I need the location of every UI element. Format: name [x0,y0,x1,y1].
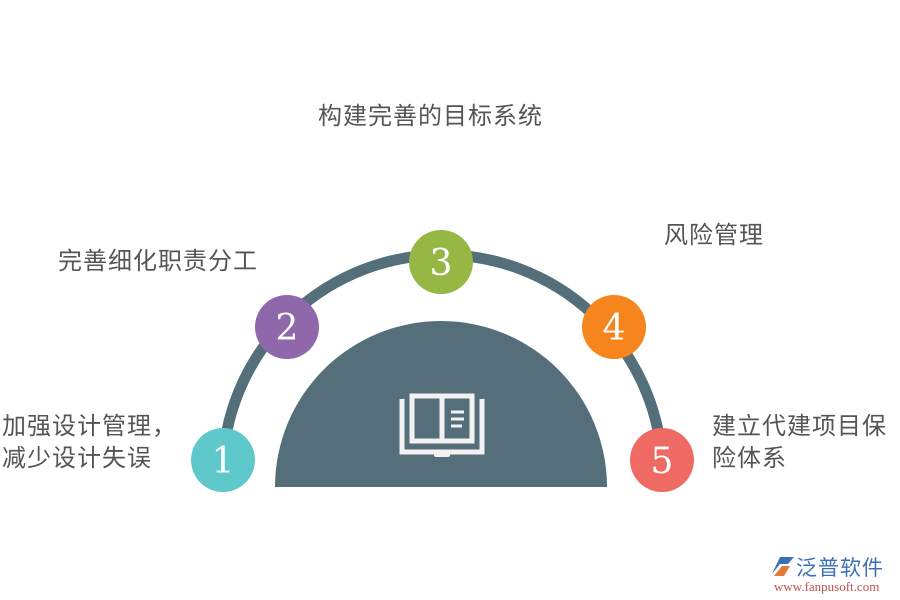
step-5-marker: 5 [630,428,694,492]
step-2-marker: 2 [255,295,319,359]
step-4-label-line-1: 风险管理 [664,221,764,249]
step-5-number: 5 [651,441,674,482]
step-5-label-line-2: 险体系 [712,444,787,472]
step-4-label: 风险管理 [664,219,764,251]
step-1-label: 加强设计管理， 减少设计失误 [2,410,177,474]
step-3-marker: 3 [409,230,473,294]
step-1-marker: 1 [191,428,255,492]
step-4-marker: 4 [582,295,646,359]
step-2-label: 完善细化职责分工 [58,245,258,277]
step-1-label-line-1: 加强设计管理， [2,412,177,440]
logo-url: www.fanpusoft.com [774,579,880,594]
book-icon-base [434,452,450,457]
step-1-number: 1 [212,441,235,482]
step-4-number: 4 [603,308,626,349]
fanpu-logo: 泛普软件 www.fanpusoft.com [768,552,893,597]
step-2-label-line-1: 完善细化职责分工 [58,247,258,275]
step-3-number: 3 [430,243,453,284]
step-2-number: 2 [276,308,299,349]
step-3-label-line-1: 构建完善的目标系统 [318,102,543,130]
logo-mark-icon [772,557,794,576]
step-5-label: 建立代建项目保 险体系 [712,410,887,474]
step-3-label: 构建完善的目标系统 [318,100,543,132]
logo-name: 泛普软件 [796,556,884,580]
step-1-label-line-2: 减少设计失误 [2,444,152,472]
step-5-label-line-1: 建立代建项目保 [712,412,887,440]
